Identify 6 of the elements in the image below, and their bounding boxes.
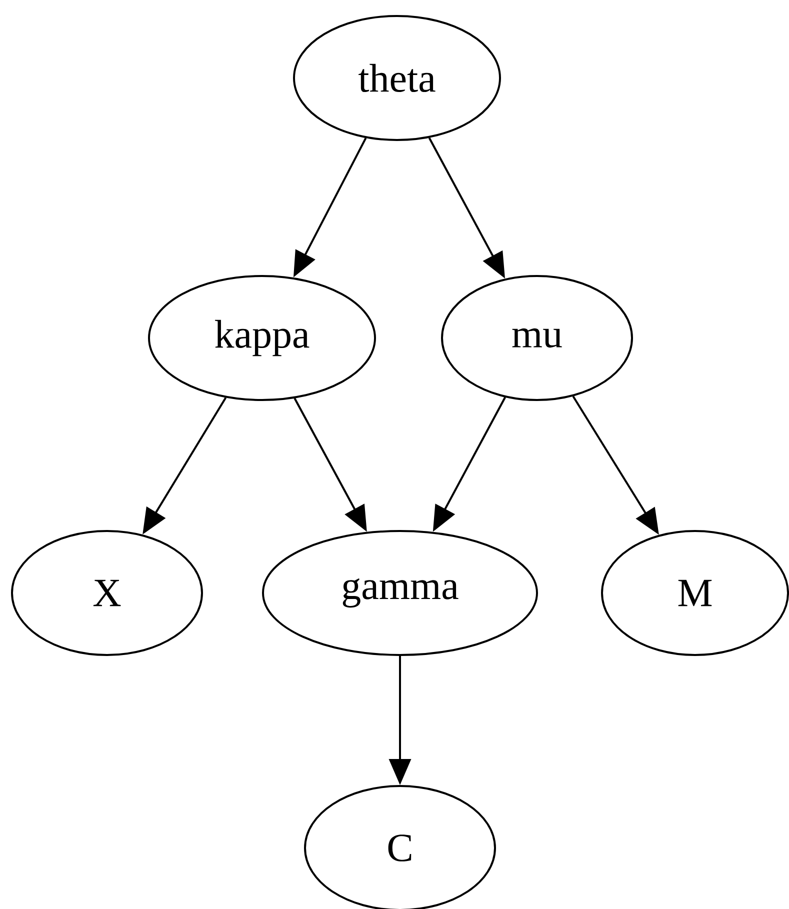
ellipse-node: theta: [293, 14, 501, 141]
ellipse-node: mu: [441, 275, 633, 401]
ellipse-node: M: [601, 530, 789, 656]
ellipse-node: kappa: [148, 275, 376, 401]
ellipse-node: X: [11, 530, 203, 656]
ellipse-node: gamma: [262, 530, 538, 656]
